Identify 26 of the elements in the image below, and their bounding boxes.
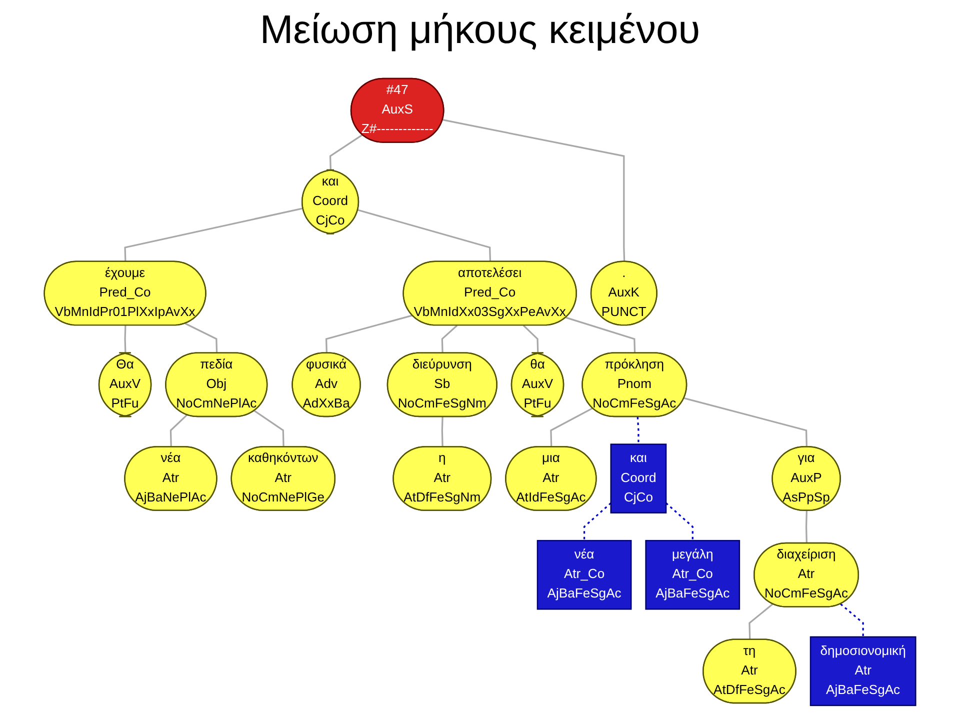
connector (522, 324, 539, 354)
connector (566, 316, 636, 354)
connector (442, 119, 626, 262)
connector (684, 397, 808, 448)
node-box: δημοσιονομική Atr AjBaFeSgAc (810, 636, 916, 706)
diagram-title: Μείωση μήκους κειμένου (258, 8, 702, 53)
connector (636, 416, 640, 444)
connector (254, 410, 284, 448)
connector (170, 414, 188, 448)
connector (329, 134, 363, 170)
connector (325, 314, 413, 354)
connector (748, 603, 774, 640)
connector (583, 502, 612, 541)
connector (840, 603, 864, 637)
connector (550, 407, 593, 448)
connector (441, 324, 458, 354)
connector (441, 416, 444, 448)
connector (358, 209, 492, 262)
connector (184, 322, 218, 354)
node-box: νέα Atr_Co AjBaFeSgAc (536, 540, 632, 610)
connector (666, 502, 694, 541)
node-box: και Coord CjCo (610, 444, 667, 514)
connector (124, 325, 126, 354)
connector (805, 510, 808, 544)
connector (124, 208, 304, 262)
node-box: μεγάλη Atr_Co AjBaFeSgAc (645, 540, 740, 610)
